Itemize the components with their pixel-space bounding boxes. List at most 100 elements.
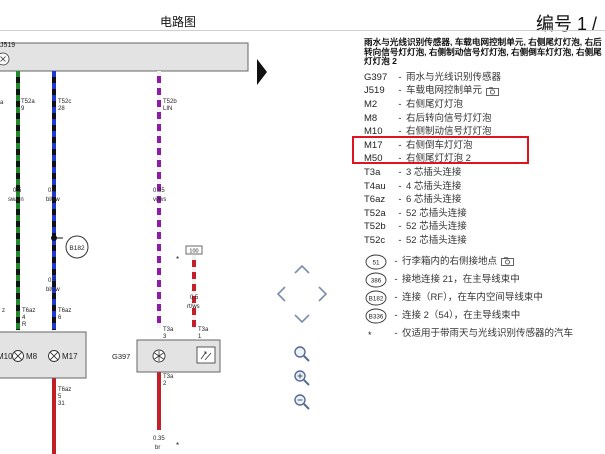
connector-symbol: 51 bbox=[365, 254, 387, 269]
chevron-left-icon[interactable] bbox=[272, 284, 292, 304]
zoom-in-icon[interactable] bbox=[292, 368, 312, 388]
pin-no-t52a: 9 bbox=[21, 106, 25, 112]
legend-code: G397 bbox=[364, 71, 388, 83]
color-sw-gn: sw/gn bbox=[8, 197, 24, 203]
legend-item: J519-车载电网控制单元 bbox=[364, 84, 605, 98]
j519-symbol-cross bbox=[0, 56, 6, 62]
j519-label: J519 bbox=[0, 42, 15, 49]
b182-node bbox=[51, 235, 57, 241]
legend-item: M10 -右侧制动信号灯灯泡 bbox=[364, 125, 605, 139]
camera-icon[interactable] bbox=[501, 257, 514, 266]
chevron-right-icon[interactable] bbox=[312, 284, 332, 304]
pin-label-t3a-1: T3a bbox=[198, 327, 209, 333]
gauge-sw-gn: 0.5 bbox=[13, 188, 22, 194]
legend-dash: - bbox=[398, 98, 402, 110]
legend-dash: - bbox=[398, 207, 402, 219]
color-bl-sw: bl/sw bbox=[46, 197, 60, 203]
legend-code: M17 bbox=[364, 139, 383, 151]
legend-code: J519 bbox=[364, 85, 385, 97]
lamp-m8-label: M8 bbox=[26, 352, 38, 361]
chevron-up-icon[interactable] bbox=[292, 260, 312, 280]
pin-no-t3a-1: 1 bbox=[198, 334, 202, 340]
legend-item: M2-右侧尾灯灯泡 bbox=[364, 98, 605, 112]
fuse-label: 100 bbox=[189, 249, 198, 255]
legend-symbol-item: 386-接地连接 21，在主导线束中 bbox=[364, 271, 605, 289]
gauge-vi-ws: 0.35 bbox=[153, 188, 165, 194]
circuit-diagram[interactable]: J519 a T52a 9 T52c 28 T52b LIN 0.5 sw/gn… bbox=[0, 31, 250, 454]
color-bl-sw-2: bl/sw bbox=[46, 287, 60, 293]
svg-text:*: * bbox=[176, 255, 179, 264]
gauge-br: 0.35 bbox=[153, 436, 165, 442]
g397-photo-sensor bbox=[196, 346, 216, 364]
legend-code: T6az bbox=[364, 194, 386, 206]
legend-item: M50 -右侧尾灯灯泡 2 bbox=[364, 152, 605, 166]
legend-code: M2 bbox=[364, 98, 378, 110]
document-number: 编号 1 / bbox=[536, 14, 598, 34]
highlight-box-m17 bbox=[352, 136, 529, 164]
fuse-box-100 bbox=[185, 245, 203, 255]
pin-no-t52c: 28 bbox=[58, 106, 65, 112]
legend-item: G397-雨水与光线识别传感器 bbox=[364, 71, 605, 85]
legend-dash: - bbox=[398, 194, 402, 206]
legend-desc: 雨水与光线识别传感器 bbox=[406, 71, 502, 83]
legend-dash: - bbox=[398, 71, 402, 83]
legend-symbol-desc: 连接 2（54），在主导线束中 bbox=[402, 309, 521, 321]
legend-symbol-desc: 行李箱内的右侧接地点 bbox=[402, 255, 498, 267]
legend-symbol-item: *-仅适用于带雨天与光线识别传感器的汽车 bbox=[364, 325, 605, 343]
svg-text:386: 386 bbox=[371, 277, 382, 284]
pin-extra-31: 31 bbox=[58, 401, 65, 407]
legend-dash: - bbox=[394, 255, 398, 267]
next-page-arrow-icon[interactable] bbox=[256, 58, 268, 86]
pin-no-t6az-4: 4 bbox=[22, 315, 26, 321]
gauge-rt-ws: 0.5 bbox=[190, 295, 199, 301]
header-divider bbox=[0, 30, 605, 31]
legend-header: 雨水与光线识别传感器, 车载电网控制单元, 右侧尾灯灯泡, 右后转向信号灯灯泡,… bbox=[364, 37, 602, 67]
legend-desc: 右侧尾灯灯泡 2 bbox=[406, 153, 471, 165]
color-vi-ws: vi/ws bbox=[153, 197, 166, 203]
legend-item: T52a-52 芯插头连接 bbox=[364, 207, 605, 221]
pin-label-t52a: T52a bbox=[21, 99, 35, 105]
legend-dash: - bbox=[398, 153, 402, 165]
legend-desc: 右侧制动信号灯灯泡 bbox=[406, 126, 492, 138]
pin-sub-t6az-4: R bbox=[22, 322, 27, 328]
legend-code: M10 bbox=[364, 126, 383, 138]
camera-icon[interactable] bbox=[486, 86, 499, 96]
asterisk-symbol: * bbox=[368, 330, 372, 340]
legend-dash: - bbox=[398, 139, 402, 151]
pin-no-t6az-5: 5 bbox=[58, 394, 62, 400]
gauge-bl-sw-2: 0.5 bbox=[48, 278, 57, 284]
legend-symbol-item: B182-连接（RF），在车内空间导线束中 bbox=[364, 289, 605, 307]
legend-dash: - bbox=[394, 327, 398, 339]
svg-text:51: 51 bbox=[372, 259, 380, 266]
legend-item: M8-右后转向信号灯灯泡 bbox=[364, 112, 605, 126]
zoom-out-icon[interactable] bbox=[292, 392, 312, 412]
legend-desc: 右后转向信号灯灯泡 bbox=[406, 112, 492, 124]
legend-desc: 52 芯插头连接 bbox=[406, 234, 467, 246]
legend-code: M50 bbox=[364, 153, 383, 165]
legend-symbol-item: B336-连接 2（54），在主导线束中 bbox=[364, 307, 605, 325]
legend-desc: 3 芯插头连接 bbox=[406, 166, 462, 178]
svg-text:B182: B182 bbox=[369, 295, 384, 302]
legend-dash: - bbox=[398, 126, 402, 138]
legend-desc: 4 芯插头连接 bbox=[406, 180, 462, 192]
connector-symbol: 386 bbox=[365, 272, 387, 287]
note-z: z bbox=[2, 308, 5, 314]
legend-dash: - bbox=[394, 291, 398, 303]
legend-code: T52a bbox=[364, 207, 386, 219]
color-br: br bbox=[155, 445, 160, 451]
legend-item: T4au-4 芯插头连接 bbox=[364, 180, 605, 194]
legend-dash: - bbox=[398, 166, 402, 178]
legend-desc: 52 芯插头连接 bbox=[406, 207, 467, 219]
legend-symbol-item: 51 -行李箱内的右侧接地点 bbox=[364, 253, 605, 271]
legend-dash: - bbox=[398, 112, 402, 124]
legend-item: T52c-52 芯插头连接 bbox=[364, 234, 605, 248]
pin-label-t52c: T52c bbox=[58, 99, 71, 105]
pin-label-t52b: T52b bbox=[163, 99, 177, 105]
legend-desc: 车载电网控制单元 bbox=[406, 85, 483, 97]
svg-text:B336: B336 bbox=[369, 313, 384, 320]
component-legend: 雨水与光线识别传感器, 车载电网控制单元, 右侧尾灯灯泡, 右后转向信号灯灯泡,… bbox=[364, 37, 605, 343]
zoom-search-icon[interactable] bbox=[292, 344, 312, 364]
chevron-down-icon[interactable] bbox=[292, 308, 312, 328]
svg-text:*: * bbox=[176, 441, 179, 450]
